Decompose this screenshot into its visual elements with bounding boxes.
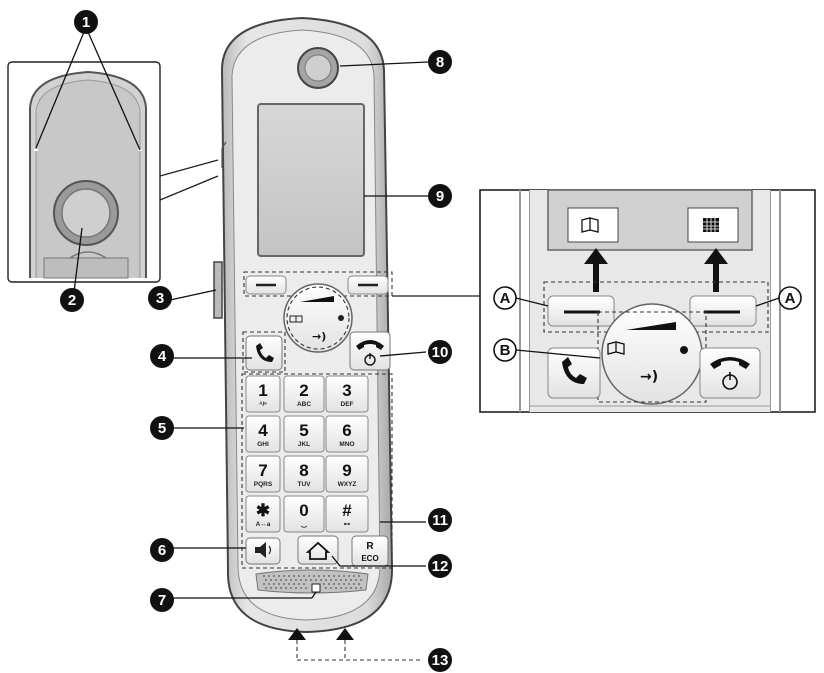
- label-a-left-text: A: [500, 290, 511, 307]
- zoom-phonebook-icon: [581, 217, 599, 233]
- dial-key-digit: 8: [299, 461, 308, 480]
- callout-number: 4: [158, 348, 167, 365]
- callout-5: 5: [150, 416, 174, 440]
- callout-number: 2: [68, 292, 76, 309]
- dial-key-digit: 1: [258, 381, 267, 400]
- dial-key-letters: GHI: [257, 441, 269, 448]
- dial-key[interactable]: 1ᴬ/ᵃ: [245, 375, 281, 413]
- zoom-keypad-grid-icon: [703, 218, 719, 232]
- callout-number: 9: [436, 188, 444, 205]
- talk-key[interactable]: [242, 331, 286, 373]
- dial-key-digit: 7: [258, 461, 267, 480]
- callout-2: 2: [60, 288, 84, 312]
- volume-up-icon: [300, 296, 334, 302]
- dial-key-letters: DEF: [341, 401, 354, 408]
- dial-key-letters: TUV: [298, 481, 312, 488]
- dial-key-letters: JKL: [298, 441, 310, 448]
- navigator-zoom-inset: →) A A B: [479, 189, 816, 413]
- callout-1: 1: [74, 10, 98, 34]
- top-view-inset: [7, 61, 219, 283]
- dial-key-letters: PQRS: [254, 481, 273, 488]
- navigator-key[interactable]: →): [283, 283, 353, 353]
- keypad-outline: [241, 373, 393, 569]
- callout-number: 10: [432, 344, 449, 361]
- callout-number: 8: [436, 54, 444, 71]
- callout-11: 11: [428, 508, 452, 532]
- dial-key-digit: 6: [342, 421, 351, 440]
- callout-number: 11: [432, 512, 448, 529]
- dial-key-digit: 5: [299, 421, 308, 440]
- dial-key-letters: WXYZ: [338, 481, 357, 488]
- speaker-icon: [255, 542, 266, 558]
- callout-7: 7: [150, 588, 174, 612]
- callout-8: 8: [428, 50, 452, 74]
- label-b-text: B: [500, 342, 511, 359]
- dial-key-letters: MNO: [339, 441, 354, 448]
- side-jack: [213, 261, 223, 319]
- callout-13: 13: [428, 648, 452, 672]
- dial-keypad: 1ᴬ/ᵃ2ABC3DEF4GHI5JKL6MNO7PQRS8TUV9WXYZ✱A…: [245, 375, 369, 533]
- callout-number: 12: [432, 558, 449, 575]
- off-power-key[interactable]: [349, 331, 391, 371]
- callout-number: 1: [82, 14, 90, 31]
- redial-dot-icon: [338, 315, 344, 321]
- dial-key-digit: #: [342, 501, 352, 520]
- callout-number: 3: [156, 290, 164, 307]
- leader-lines: [35, 31, 429, 599]
- dial-key-digit: 4: [258, 421, 268, 440]
- eco-label: ECO: [361, 554, 378, 563]
- callout-number: 5: [158, 420, 166, 437]
- home-intercom-icon: [305, 541, 331, 560]
- dial-key-digit: 3: [342, 381, 351, 400]
- soft-keys: [243, 271, 393, 297]
- dial-key-letters: ᴬ/ᵃ: [259, 400, 267, 408]
- svg-text:→): →): [640, 369, 658, 385]
- dial-key-letters: A↔a: [256, 521, 271, 528]
- redial-arrow-icon: →): [312, 330, 326, 343]
- dial-key-digit: 9: [342, 461, 351, 480]
- dial-key-letters: ‿: [300, 521, 308, 529]
- dial-key-digit: ✱: [256, 501, 270, 520]
- off-handset-icon: [356, 340, 384, 350]
- dial-key-letters: ABC: [297, 401, 311, 408]
- callout-9: 9: [428, 184, 452, 208]
- dial-key-digit: 0: [299, 501, 308, 520]
- talk-handset-icon: [256, 343, 274, 362]
- callout-10: 10: [428, 340, 452, 364]
- dial-key[interactable]: #⊷: [325, 495, 369, 533]
- callout-6: 6: [150, 538, 174, 562]
- speakerphone-key[interactable]: [245, 537, 281, 565]
- charge-contacts: [288, 628, 420, 661]
- dial-key-digit: 2: [299, 381, 308, 400]
- dial-key[interactable]: ✱A↔a: [245, 495, 281, 533]
- microphone-grille: [255, 569, 369, 594]
- callout-number: 13: [432, 652, 449, 669]
- callout-3: 3: [148, 286, 172, 310]
- dial-key[interactable]: 0‿: [283, 495, 325, 533]
- phonebook-icon: [289, 315, 303, 323]
- display-screen: [257, 103, 365, 257]
- callout-12: 12: [428, 554, 452, 578]
- r-label: R: [366, 541, 374, 552]
- callout-number: 6: [158, 542, 166, 559]
- callout-4: 4: [150, 344, 174, 368]
- recall-eco-key[interactable]: R ECO: [351, 535, 389, 567]
- intercom-key[interactable]: [297, 535, 339, 565]
- callout-number: 7: [158, 592, 166, 609]
- label-a-right-text: A: [785, 290, 796, 307]
- dial-key-letters: ⊷: [344, 521, 351, 528]
